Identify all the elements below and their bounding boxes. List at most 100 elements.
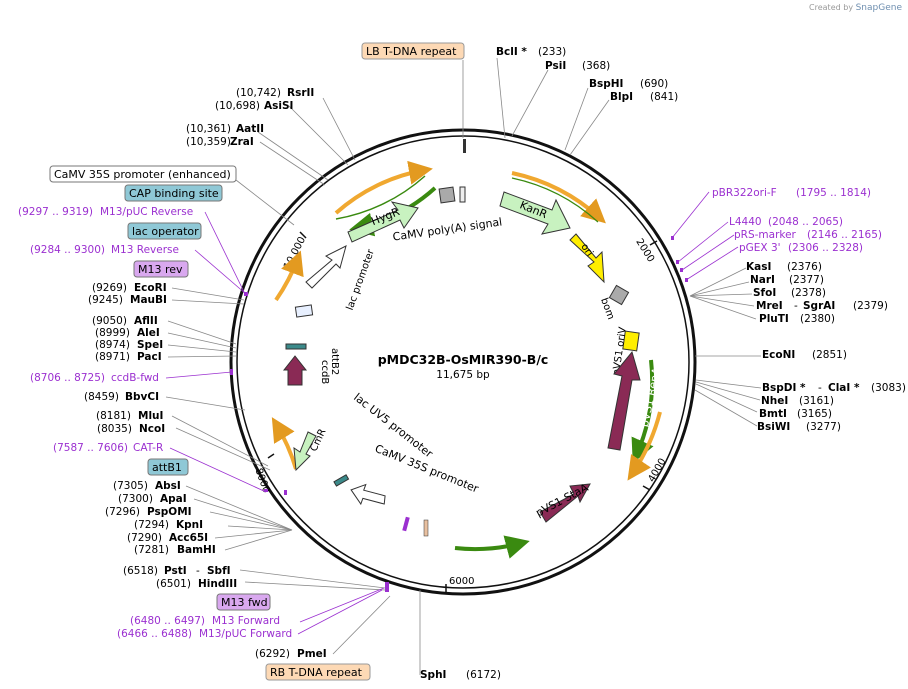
svg-text:(2146 .. 2165): (2146 .. 2165): [807, 229, 882, 241]
svg-text:PluTI: PluTI: [759, 313, 789, 325]
site-aatii: (10,361) AatII: [186, 123, 264, 135]
plasmid-size: 11,675 bp: [436, 369, 490, 381]
svg-text:Acc65I: Acc65I: [169, 532, 208, 544]
rb-inner-mark: [423, 519, 429, 537]
site-paci: (8971) PacI: [95, 351, 162, 363]
m13-fwd-mark: [385, 582, 389, 592]
svg-text:(2379): (2379): [853, 300, 888, 312]
site-asisi: (10,698) AsiSI: [215, 100, 293, 112]
orf-arc-right: [627, 411, 662, 481]
svg-text:AbsI: AbsI: [155, 480, 181, 492]
ori-feature: [569, 233, 605, 284]
svg-text:M13/pUC Reverse: M13/pUC Reverse: [100, 206, 193, 218]
orf-arc-top-left: [334, 160, 433, 215]
svg-text:AflII: AflII: [134, 315, 158, 327]
site-absi: (7305) AbsI: [113, 480, 181, 492]
lac-operator-mark: [294, 304, 314, 318]
primer-ccdb-fwd: (8706 .. 8725) ccdB-fwd: [30, 372, 159, 384]
tick-4000: [642, 485, 651, 491]
attb1-feature: [333, 474, 350, 487]
svg-text:M13 rev: M13 rev: [138, 263, 183, 276]
svg-text:BspDI *: BspDI *: [762, 382, 806, 394]
site-bsiwi: BsiWI (3277): [757, 421, 841, 433]
tick-label-4000: 4000: [646, 457, 668, 485]
svg-text:PspOMI: PspOMI: [147, 506, 192, 518]
svg-text:M13 Forward: M13 Forward: [212, 615, 280, 627]
svg-text:(6292): (6292): [255, 648, 290, 660]
orf-arc-top-right: [511, 171, 606, 224]
svg-text:PmeI: PmeI: [297, 648, 327, 660]
site-aflii: (9050) AflII: [92, 315, 158, 327]
site-maubi: (9245) MauBI: [88, 294, 167, 306]
svg-text:(2377): (2377): [789, 274, 824, 286]
site-bcli: BclI * (233): [496, 46, 566, 58]
svg-text:BclI *: BclI *: [496, 46, 527, 58]
svg-text:(3083): (3083): [871, 382, 906, 394]
svg-text:(7305): (7305): [113, 480, 148, 492]
svg-text:(7281): (7281): [134, 544, 169, 556]
ccdb-label: ccdB: [319, 360, 330, 384]
attb2-feature: [285, 343, 307, 350]
primer-m13puc-reverse: (9297 .. 9319) M13/pUC Reverse: [18, 206, 193, 218]
site-mlui: (8181) MluI: [96, 410, 163, 422]
svg-text:(10,361): (10,361): [186, 123, 231, 135]
svg-text:EcoNI: EcoNI: [762, 349, 795, 361]
svg-text:SbfI: SbfI: [207, 565, 231, 577]
plasmid-name: pMDC32B-OsMIR390-B/c: [378, 352, 549, 367]
site-econi: EcoNI (2851): [762, 349, 847, 361]
site-labels: BclI * (233) PsiI (368) BspHI (690) BlpI…: [84, 46, 906, 681]
svg-text:(2048 .. 2065): (2048 .. 2065): [768, 216, 843, 228]
svg-text:(9269): (9269): [92, 282, 127, 294]
primer-pbr322ori-f: pBR322ori-F (1795 .. 1814): [712, 187, 871, 199]
svg-text:NheI: NheI: [761, 395, 788, 407]
svg-text:(2851): (2851): [812, 349, 847, 361]
site-acc65i: (7290) Acc65I: [127, 532, 208, 544]
svg-text:RB T-DNA repeat: RB T-DNA repeat: [270, 666, 363, 679]
svg-text:AleI: AleI: [137, 327, 160, 339]
camv-polya-small: [459, 186, 466, 203]
box-rb-repeat: RB T-DNA repeat: [265, 663, 371, 681]
pvs1-repa-feature: [607, 350, 641, 451]
lb-repeat-mark: [463, 139, 466, 153]
primer-leader-lines: [165, 191, 739, 635]
svg-text:(6466 .. 6488): (6466 .. 6488): [117, 628, 192, 640]
hygr-feature: [347, 201, 419, 243]
svg-text:L4440: L4440: [729, 216, 762, 228]
svg-text:MauBI: MauBI: [130, 294, 167, 306]
site-alei: (8999) AleI: [95, 327, 160, 339]
svg-text:PacI: PacI: [137, 351, 162, 363]
svg-text:ZraI: ZraI: [230, 136, 254, 148]
primer-labels: pBR322ori-F (1795 .. 1814) L4440 (2048 .…: [18, 187, 882, 640]
site-sfoi: SfoI (2378): [753, 287, 826, 299]
svg-text:(7587 .. 7606): (7587 .. 7606): [53, 442, 128, 454]
box-lb-repeat: LB T-DNA repeat: [361, 42, 465, 60]
svg-text:(3165): (3165): [797, 408, 832, 420]
pvs1-oriv-feature: [622, 330, 640, 352]
site-hindiii: (6501) HindIII: [156, 578, 237, 590]
svg-text:CAT-R: CAT-R: [133, 442, 163, 454]
svg-text:(233): (233): [538, 46, 566, 58]
svg-text:BmtI: BmtI: [759, 408, 787, 420]
svg-text:pRS-marker: pRS-marker: [734, 229, 797, 241]
svg-text:(2376): (2376): [787, 261, 822, 273]
svg-text:LB T-DNA repeat: LB T-DNA repeat: [366, 45, 457, 58]
site-sphi: SphI (6172): [420, 669, 501, 681]
kanr-feature: [499, 191, 571, 235]
svg-text:KasI: KasI: [746, 261, 771, 273]
box-m13-fwd: M13 fwd: [216, 593, 271, 611]
svg-text:-: -: [196, 565, 200, 577]
svg-text:(7300): (7300): [118, 493, 153, 505]
site-bmti: BmtI (3165): [759, 408, 832, 420]
svg-text:MluI: MluI: [138, 410, 163, 422]
orf-line-top-left: [335, 175, 426, 220]
primer-l4440: L4440 (2048 .. 2065): [729, 216, 843, 228]
svg-text:-: -: [794, 300, 798, 312]
svg-text:M13 Reverse: M13 Reverse: [111, 244, 179, 256]
svg-text:(2306 .. 2328): (2306 .. 2328): [788, 242, 863, 254]
primer-m13-reverse: (9284 .. 9300) M13 Reverse: [30, 244, 179, 256]
svg-text:(8971): (8971): [95, 351, 130, 363]
site-apai: (7300) ApaI: [118, 493, 187, 505]
lac-promoter-feature: [305, 245, 347, 289]
primer-mark-inner: [402, 516, 410, 532]
